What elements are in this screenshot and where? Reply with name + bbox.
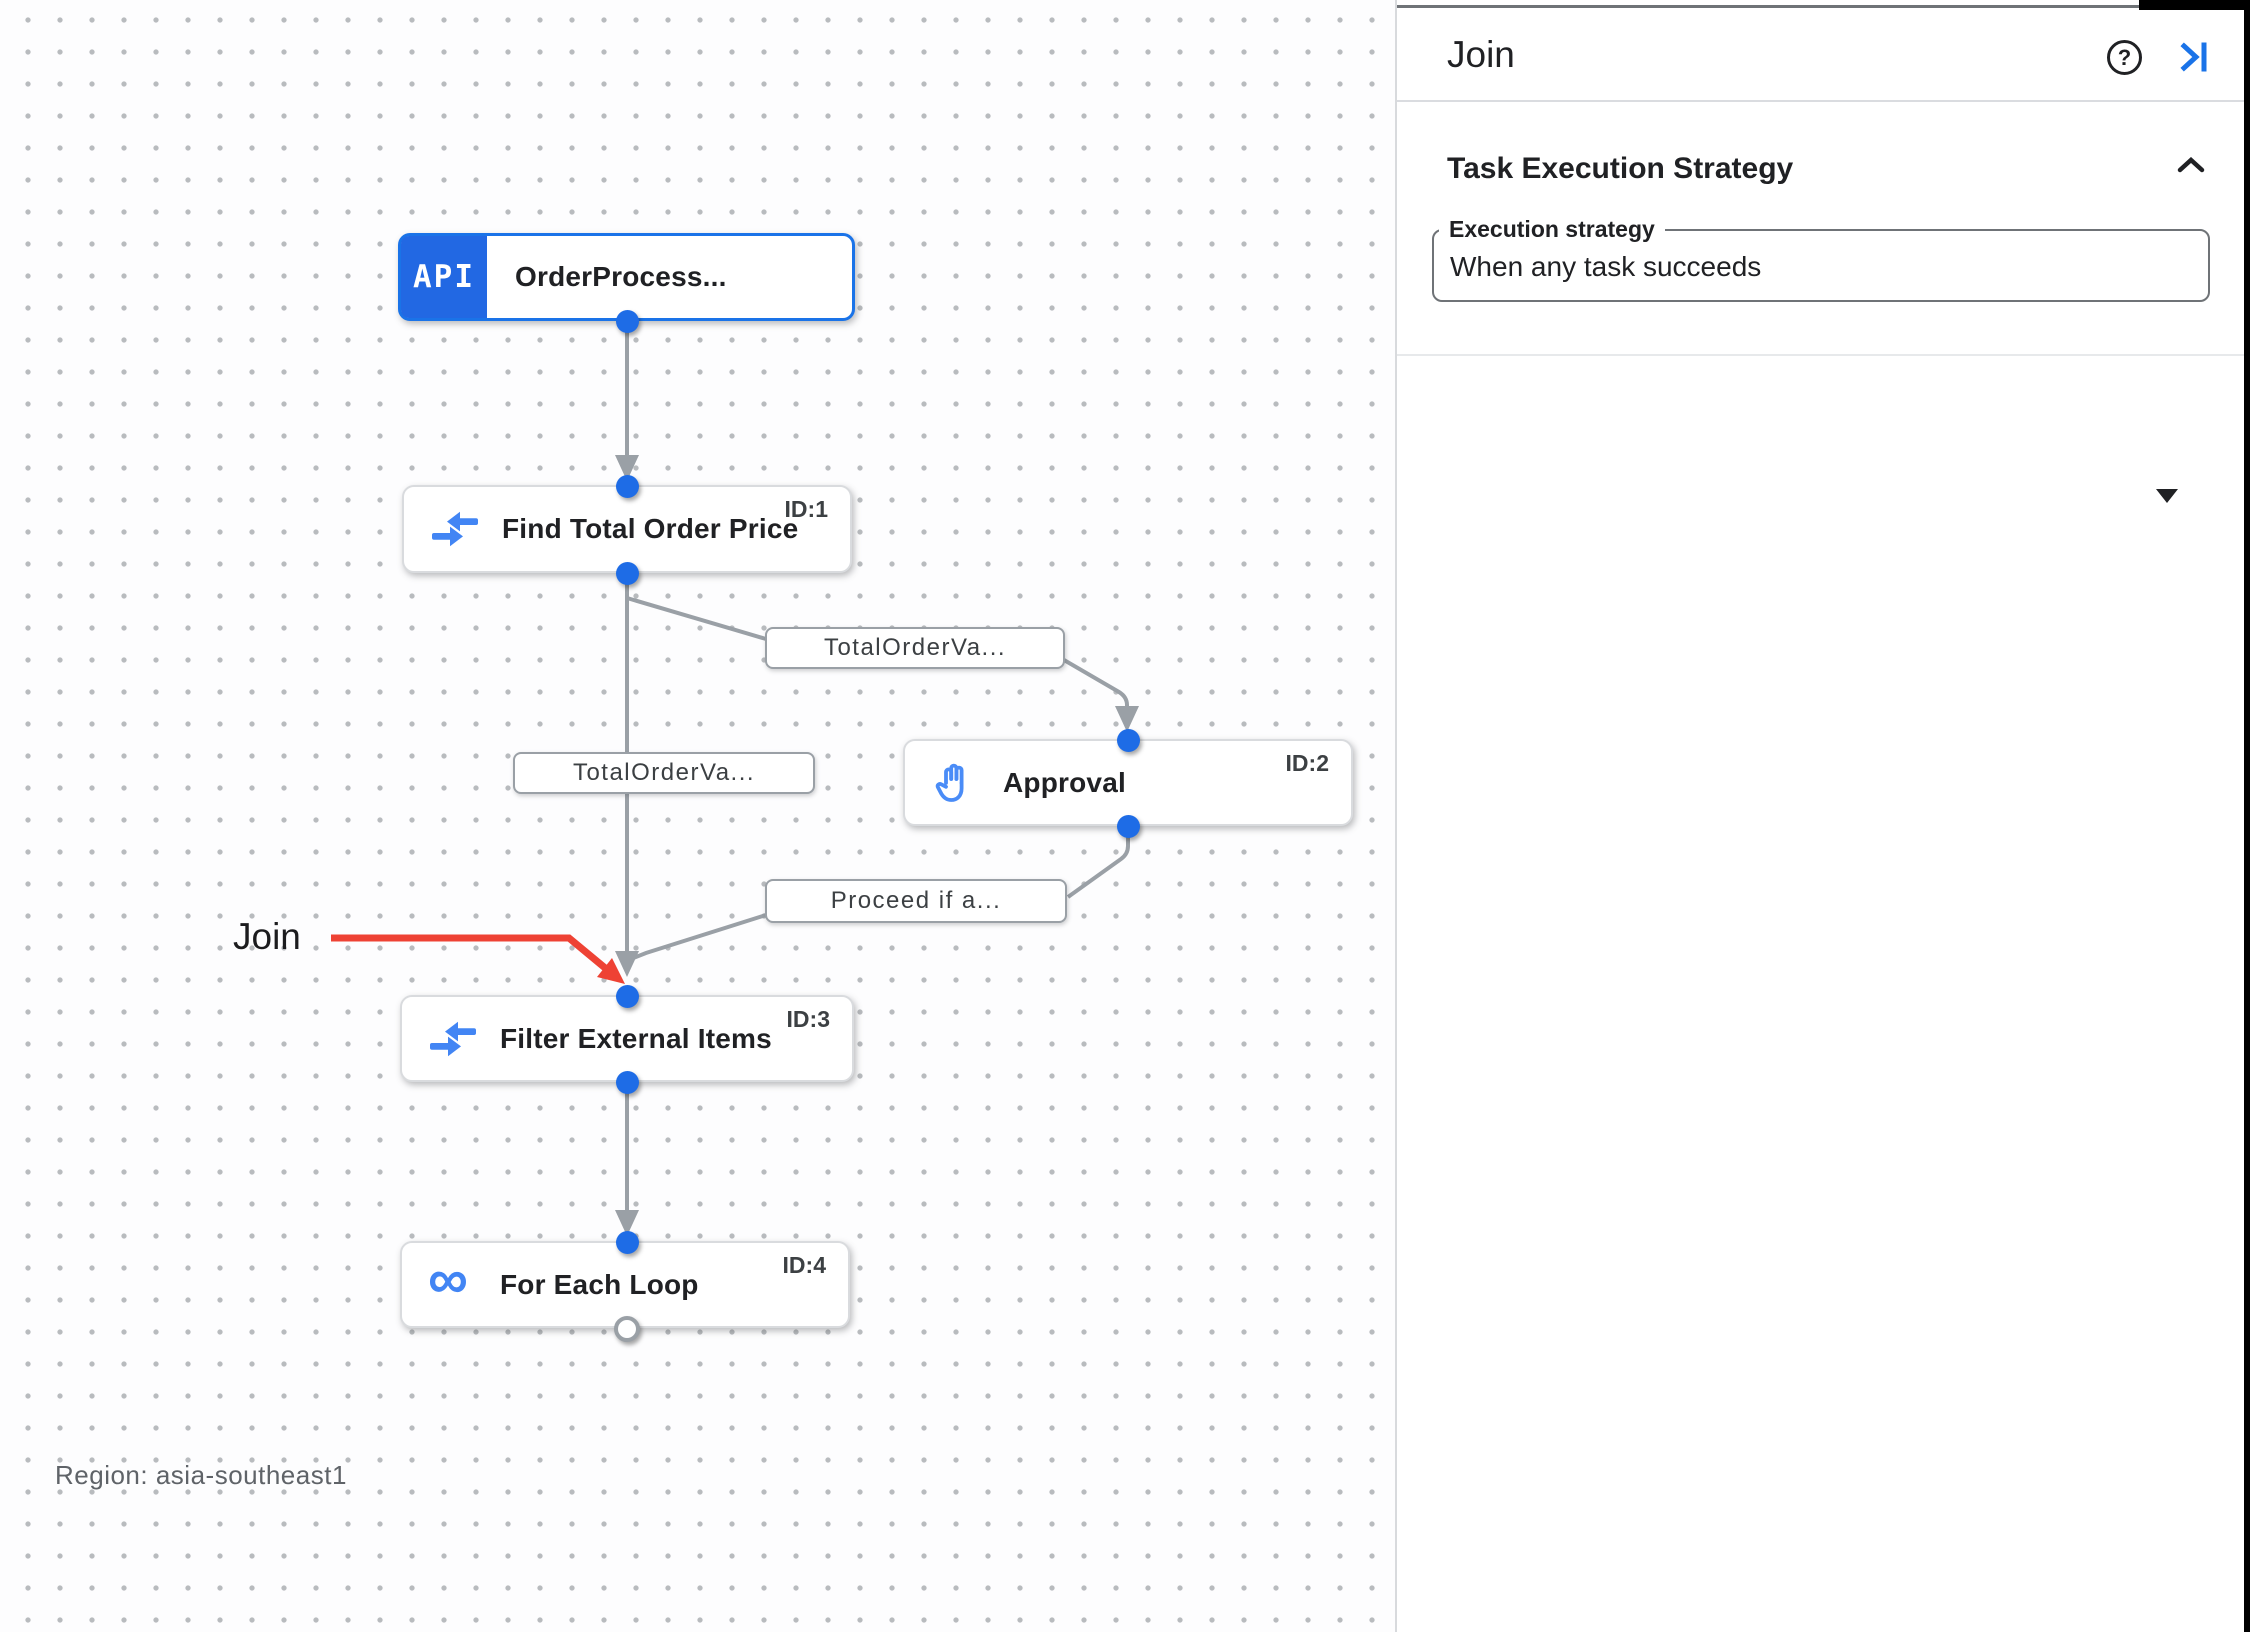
port-out-approval[interactable] bbox=[1117, 815, 1140, 838]
top-black-bar bbox=[2139, 0, 2250, 10]
edge-label-total-order-value-right[interactable]: TotalOrderVa... bbox=[765, 627, 1065, 669]
config-panel-join: Join ? Task Execution Strategy Execution… bbox=[1395, 0, 2250, 1632]
node-id-badge: ID:1 bbox=[784, 496, 828, 522]
join-annotation-label: Join bbox=[233, 916, 301, 957]
dropdown-caret-icon bbox=[2156, 489, 2178, 503]
port-in-approval[interactable] bbox=[1117, 729, 1140, 752]
node-title: OrderProcess... bbox=[515, 261, 727, 292]
port-in-find[interactable] bbox=[616, 475, 639, 498]
merge-arrows-icon bbox=[428, 1021, 478, 1057]
node-filter-external-items[interactable]: Filter External Items ID:3 bbox=[400, 995, 854, 1082]
execution-strategy-value: When any task succeeds bbox=[1450, 251, 1762, 282]
region-label: Region: asia-southeast1 bbox=[55, 1460, 347, 1490]
edge-label-total-order-value-left[interactable]: TotalOrderVa... bbox=[513, 752, 815, 794]
node-id-badge: ID:2 bbox=[1285, 750, 1329, 776]
panel-title: Join bbox=[1447, 34, 1515, 75]
node-title: For Each Loop bbox=[500, 1268, 699, 1300]
node-title: Filter External Items bbox=[500, 1022, 772, 1054]
arrowhead-into-approval bbox=[1115, 706, 1139, 732]
api-trigger-badge: API bbox=[401, 236, 487, 318]
edge-approval-to-filter-a bbox=[1066, 827, 1130, 899]
arrowhead-into-loop bbox=[615, 1210, 639, 1236]
collapse-panel-icon[interactable] bbox=[2179, 41, 2211, 73]
edge-find-to-approval-a bbox=[626, 596, 767, 641]
port-out-trigger[interactable] bbox=[616, 310, 639, 333]
connector-lines bbox=[615, 322, 1139, 1236]
node-approval[interactable]: Approval ID:2 bbox=[903, 739, 1353, 826]
node-title: Find Total Order Price bbox=[502, 513, 799, 544]
section-divider bbox=[1397, 354, 2250, 356]
workflow-canvas[interactable]: TotalOrderVa... TotalOrderVa... Proceed … bbox=[0, 0, 1395, 1632]
panel-header-divider bbox=[1397, 100, 2250, 102]
node-id-badge: ID:3 bbox=[786, 1006, 830, 1032]
node-id-badge: ID:4 bbox=[782, 1252, 826, 1278]
help-icon[interactable]: ? bbox=[2107, 40, 2142, 75]
port-in-filter[interactable] bbox=[616, 985, 639, 1008]
execution-strategy-label: Execution strategy bbox=[1439, 215, 1665, 243]
edge-approval-to-filter-b bbox=[630, 913, 767, 961]
port-out-find[interactable] bbox=[616, 562, 639, 585]
infinity-icon: ∞ bbox=[428, 1246, 468, 1310]
node-find-total-order-price[interactable]: Find Total Order Price ID:1 bbox=[402, 485, 852, 573]
right-black-bar bbox=[2244, 0, 2250, 1632]
arrowhead-into-find bbox=[615, 455, 639, 481]
panel-top-border bbox=[1397, 5, 2250, 8]
arrowhead-into-filter bbox=[615, 951, 639, 977]
help-glyph: ? bbox=[2117, 44, 2132, 70]
port-out-filter[interactable] bbox=[616, 1071, 639, 1094]
edge-find-to-approval-b bbox=[1062, 658, 1129, 707]
node-trigger-orderprocess[interactable]: API OrderProcess... bbox=[398, 233, 855, 321]
node-title: Approval bbox=[1003, 766, 1126, 798]
hand-icon bbox=[931, 758, 979, 808]
node-for-each-loop[interactable]: ∞ For Each Loop ID:4 bbox=[400, 1241, 850, 1328]
edge-label-proceed-if[interactable]: Proceed if a... bbox=[765, 879, 1067, 923]
merge-arrows-icon bbox=[430, 511, 480, 547]
section-title-task-execution-strategy: Task Execution Strategy bbox=[1447, 152, 1794, 185]
port-in-loop[interactable] bbox=[616, 1231, 639, 1254]
chevron-up-icon[interactable] bbox=[2177, 156, 2205, 173]
port-out-loop-unconnected[interactable] bbox=[614, 1316, 640, 1342]
